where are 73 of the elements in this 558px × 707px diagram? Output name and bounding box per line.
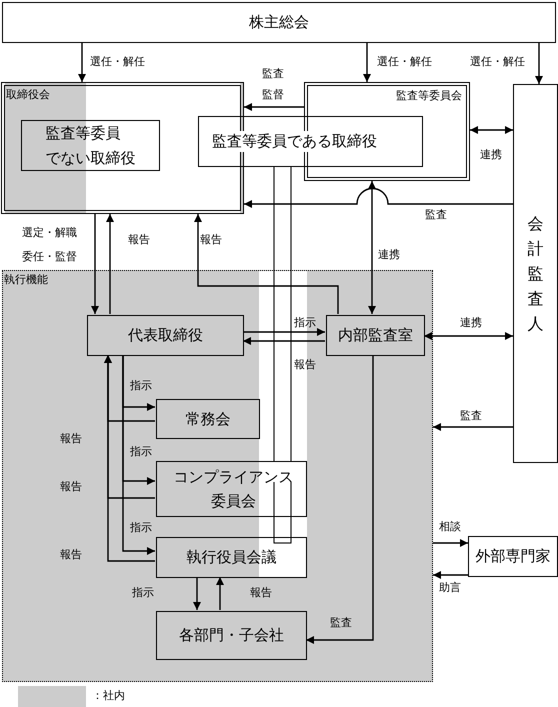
arrow <box>306 355 374 644</box>
box-label: 常務会 <box>186 410 230 428</box>
arrow <box>368 181 376 314</box>
org-box <box>2 2 556 43</box>
edge-label: 監査 <box>425 208 447 222</box>
box-label: 外部専門家 <box>476 547 550 566</box>
edge-label: 報告 <box>250 586 272 600</box>
edge-label: 指示 <box>294 316 316 330</box>
edge-label: 報告 <box>128 233 150 247</box>
edge-label: 指示 <box>130 521 152 535</box>
edge-label: 相談 <box>439 520 461 534</box>
edge-label: 監査 <box>460 409 482 423</box>
arrow <box>424 332 513 340</box>
edge-label: 選定・解職委任・監督 <box>22 225 78 265</box>
edge-label: 報告 <box>294 358 316 372</box>
edge-label: 選任・解任 <box>90 55 145 69</box>
arrow <box>363 43 371 82</box>
box-label: 監査等委員でない取締役 <box>46 122 136 168</box>
arrow <box>470 126 513 134</box>
org-box <box>156 537 307 578</box>
org-box <box>513 84 558 463</box>
box-label: 株主総会 <box>249 13 309 32</box>
arrow <box>106 214 114 314</box>
box-label: コンプライアンス委員会 <box>174 467 294 512</box>
edge-label: 報告 <box>60 548 82 562</box>
org-box <box>156 461 307 517</box>
edge-label: 監査監督 <box>262 66 285 103</box>
box-label: 各部門・子会社 <box>179 626 284 645</box>
org-box <box>326 315 425 356</box>
edge-label: 選任・解任 <box>377 55 432 69</box>
org-box <box>156 399 260 439</box>
edge-label: 監査 <box>330 616 352 630</box>
arrow <box>122 355 155 555</box>
box-label: 代表取締役 <box>128 326 203 345</box>
arrow <box>433 571 468 579</box>
edge-label: 連携 <box>460 316 482 330</box>
edge-label: 指示 <box>132 586 154 600</box>
arrow <box>193 577 201 610</box>
group-heading: 取締役会 <box>6 87 50 102</box>
box-label: 執行役員会議 <box>186 548 276 567</box>
group-frame <box>1 82 244 214</box>
arrow <box>78 43 86 82</box>
org-box <box>156 611 307 660</box>
edge-label: 報告 <box>60 480 82 494</box>
legend-text: ：社内 <box>92 689 125 703</box>
arrow <box>216 577 224 610</box>
edge-label: 報告 <box>200 233 222 247</box>
arrow <box>243 337 325 345</box>
arrow <box>535 43 543 84</box>
box-label: 内部監査室 <box>338 326 413 345</box>
edge-label: 連携 <box>378 248 400 262</box>
group-heading: 監査等委員会 <box>396 88 462 103</box>
arrow <box>91 214 99 314</box>
edge-label: 指示 <box>130 379 152 393</box>
box-label: 監査等委員である取締役 <box>210 131 379 152</box>
arrow <box>194 214 339 314</box>
arrow <box>433 423 513 431</box>
org-box <box>87 315 244 356</box>
edge-label: 報告 <box>60 432 82 446</box>
edge-label: 助言 <box>439 581 461 595</box>
org-box <box>468 536 558 577</box>
arrow <box>244 188 513 208</box>
arrow <box>243 328 325 336</box>
arrow <box>244 103 304 111</box>
org-box <box>21 120 160 171</box>
box-label: 会計監査人 <box>527 213 544 335</box>
arrow <box>104 355 155 562</box>
edge-label: 選任・解任 <box>470 55 525 69</box>
edge-label: 連携 <box>480 148 502 162</box>
edge-label: 指示 <box>130 445 152 459</box>
group-heading: 執行機能 <box>4 272 48 287</box>
arrow <box>433 539 468 547</box>
group-region <box>2 270 433 682</box>
